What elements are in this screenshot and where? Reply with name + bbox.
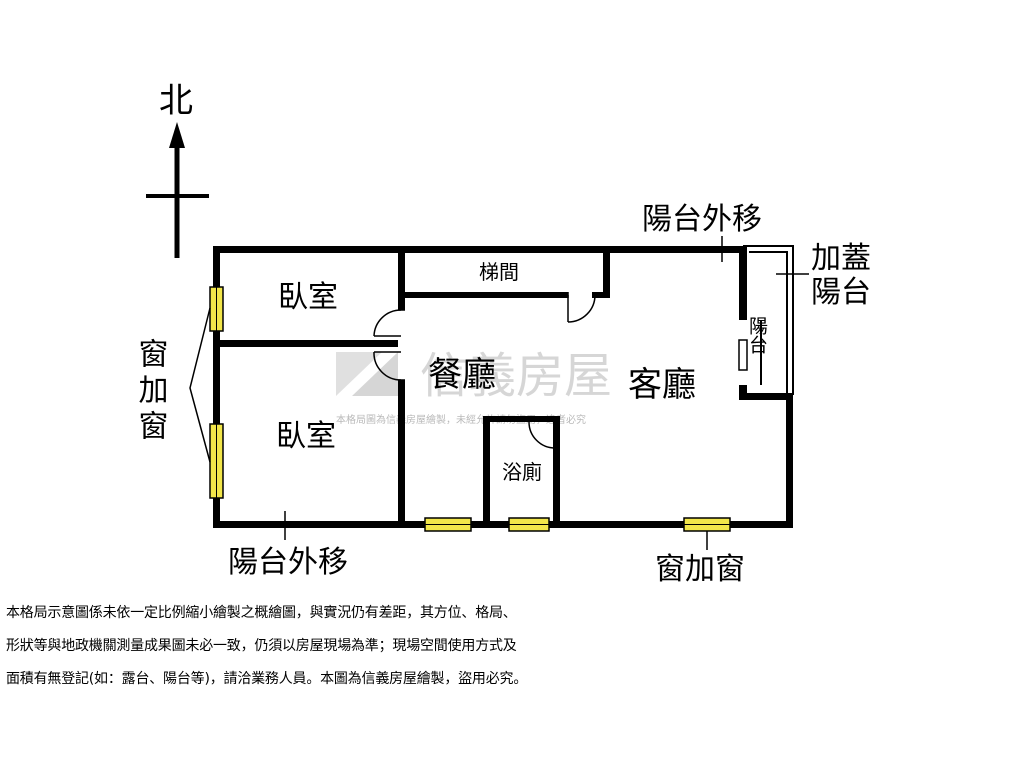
- stairwell-south-wall-right: [592, 292, 610, 298]
- window-west-upper: [209, 286, 224, 332]
- south-wall: [213, 521, 793, 528]
- room-label-living: 客廳: [628, 365, 696, 405]
- annotation-added-balcony-line1: 加蓋: [811, 241, 871, 276]
- watermark-brand: 信義房屋: [420, 348, 612, 404]
- room-label-balcony: 陽台: [746, 316, 768, 354]
- annotations: 陽台外移 加蓋 陽台 窗加窗 陽台外移 窗加窗: [133, 202, 872, 587]
- bathroom-north-wall: [483, 416, 557, 422]
- annotation-window-bottom: 窗加窗: [655, 552, 745, 587]
- north-compass: 北: [146, 81, 209, 258]
- room-label-dining: 餐廳: [428, 355, 496, 395]
- added-balcony-outline: [738, 245, 794, 395]
- bedroom-east-wall-lower: [398, 380, 405, 528]
- window-south-dining: [424, 517, 472, 532]
- room-label-stairwell: 梯間: [479, 260, 519, 284]
- balcony-step-wall: [739, 393, 793, 400]
- window-west-lower: [209, 423, 224, 499]
- disclaimer-line-3: 面積有無登記(如：露台、陽台等)，請洽業務人員。本圖為信義房屋繪製，盜用必究。: [6, 671, 528, 687]
- room-labels: 臥室 臥室 梯間 餐廳 客廳 浴廁 陽台: [276, 260, 768, 484]
- windows: [209, 286, 731, 532]
- door-stairwell: [567, 292, 596, 323]
- stairwell-south-wall: [403, 292, 568, 298]
- room-label-bedroom-lower: 臥室: [276, 419, 336, 454]
- window-south-living: [683, 517, 731, 532]
- floor-plan: 信義房屋 本格局圖為信義房屋繪製，未經允許請勿盜用，違者必究 北: [133, 81, 872, 587]
- annotation-balcony-moved-bottom: 陽台外移: [228, 545, 348, 580]
- room-label-bedroom-upper: 臥室: [278, 280, 338, 315]
- bathroom-west-wall: [483, 416, 490, 528]
- callout-lines: [189, 236, 809, 550]
- balcony-partition-lower: [739, 385, 747, 400]
- door-bathroom: [528, 421, 556, 449]
- east-wall: [786, 395, 793, 528]
- doors: [373, 292, 596, 449]
- callout-window-left: [189, 307, 211, 463]
- bathroom-east-wall: [553, 416, 560, 528]
- watermark-logo: [336, 352, 398, 396]
- north-wall: [213, 246, 743, 253]
- disclaimer-line-2: 形狀等與地政機關測量成果圖未必一致，仍須以房屋現場為準；現場空間使用方式及: [6, 638, 517, 654]
- annotation-balcony-moved-top: 陽台外移: [642, 202, 762, 237]
- bedroom-divider-wall: [213, 340, 398, 347]
- door-bedroom-lower: [373, 351, 405, 381]
- annotation-window-left: 窗加窗: [133, 338, 169, 446]
- disclaimer: 本格局示意圖係未依一定比例縮小繪製之概繪圖，與實況仍有差距，其方位、格局、 形狀…: [6, 597, 1021, 696]
- balcony-partition-upper: [739, 246, 747, 320]
- door-bedroom-upper: [373, 309, 405, 337]
- bedroom-east-wall-upper: [398, 246, 405, 310]
- window-south-bathroom: [508, 517, 550, 532]
- room-label-bathroom: 浴廁: [502, 460, 542, 484]
- north-arrow-icon: [169, 122, 185, 148]
- disclaimer-line-1: 本格局示意圖係未依一定比例縮小繪製之概繪圖，與實況仍有差距，其方位、格局、: [6, 605, 517, 621]
- west-wall: [213, 246, 220, 528]
- walls: [213, 246, 793, 528]
- annotation-added-balcony-line2: 陽台: [811, 275, 871, 310]
- north-label: 北: [159, 81, 193, 121]
- stairwell-east-wall: [603, 246, 610, 298]
